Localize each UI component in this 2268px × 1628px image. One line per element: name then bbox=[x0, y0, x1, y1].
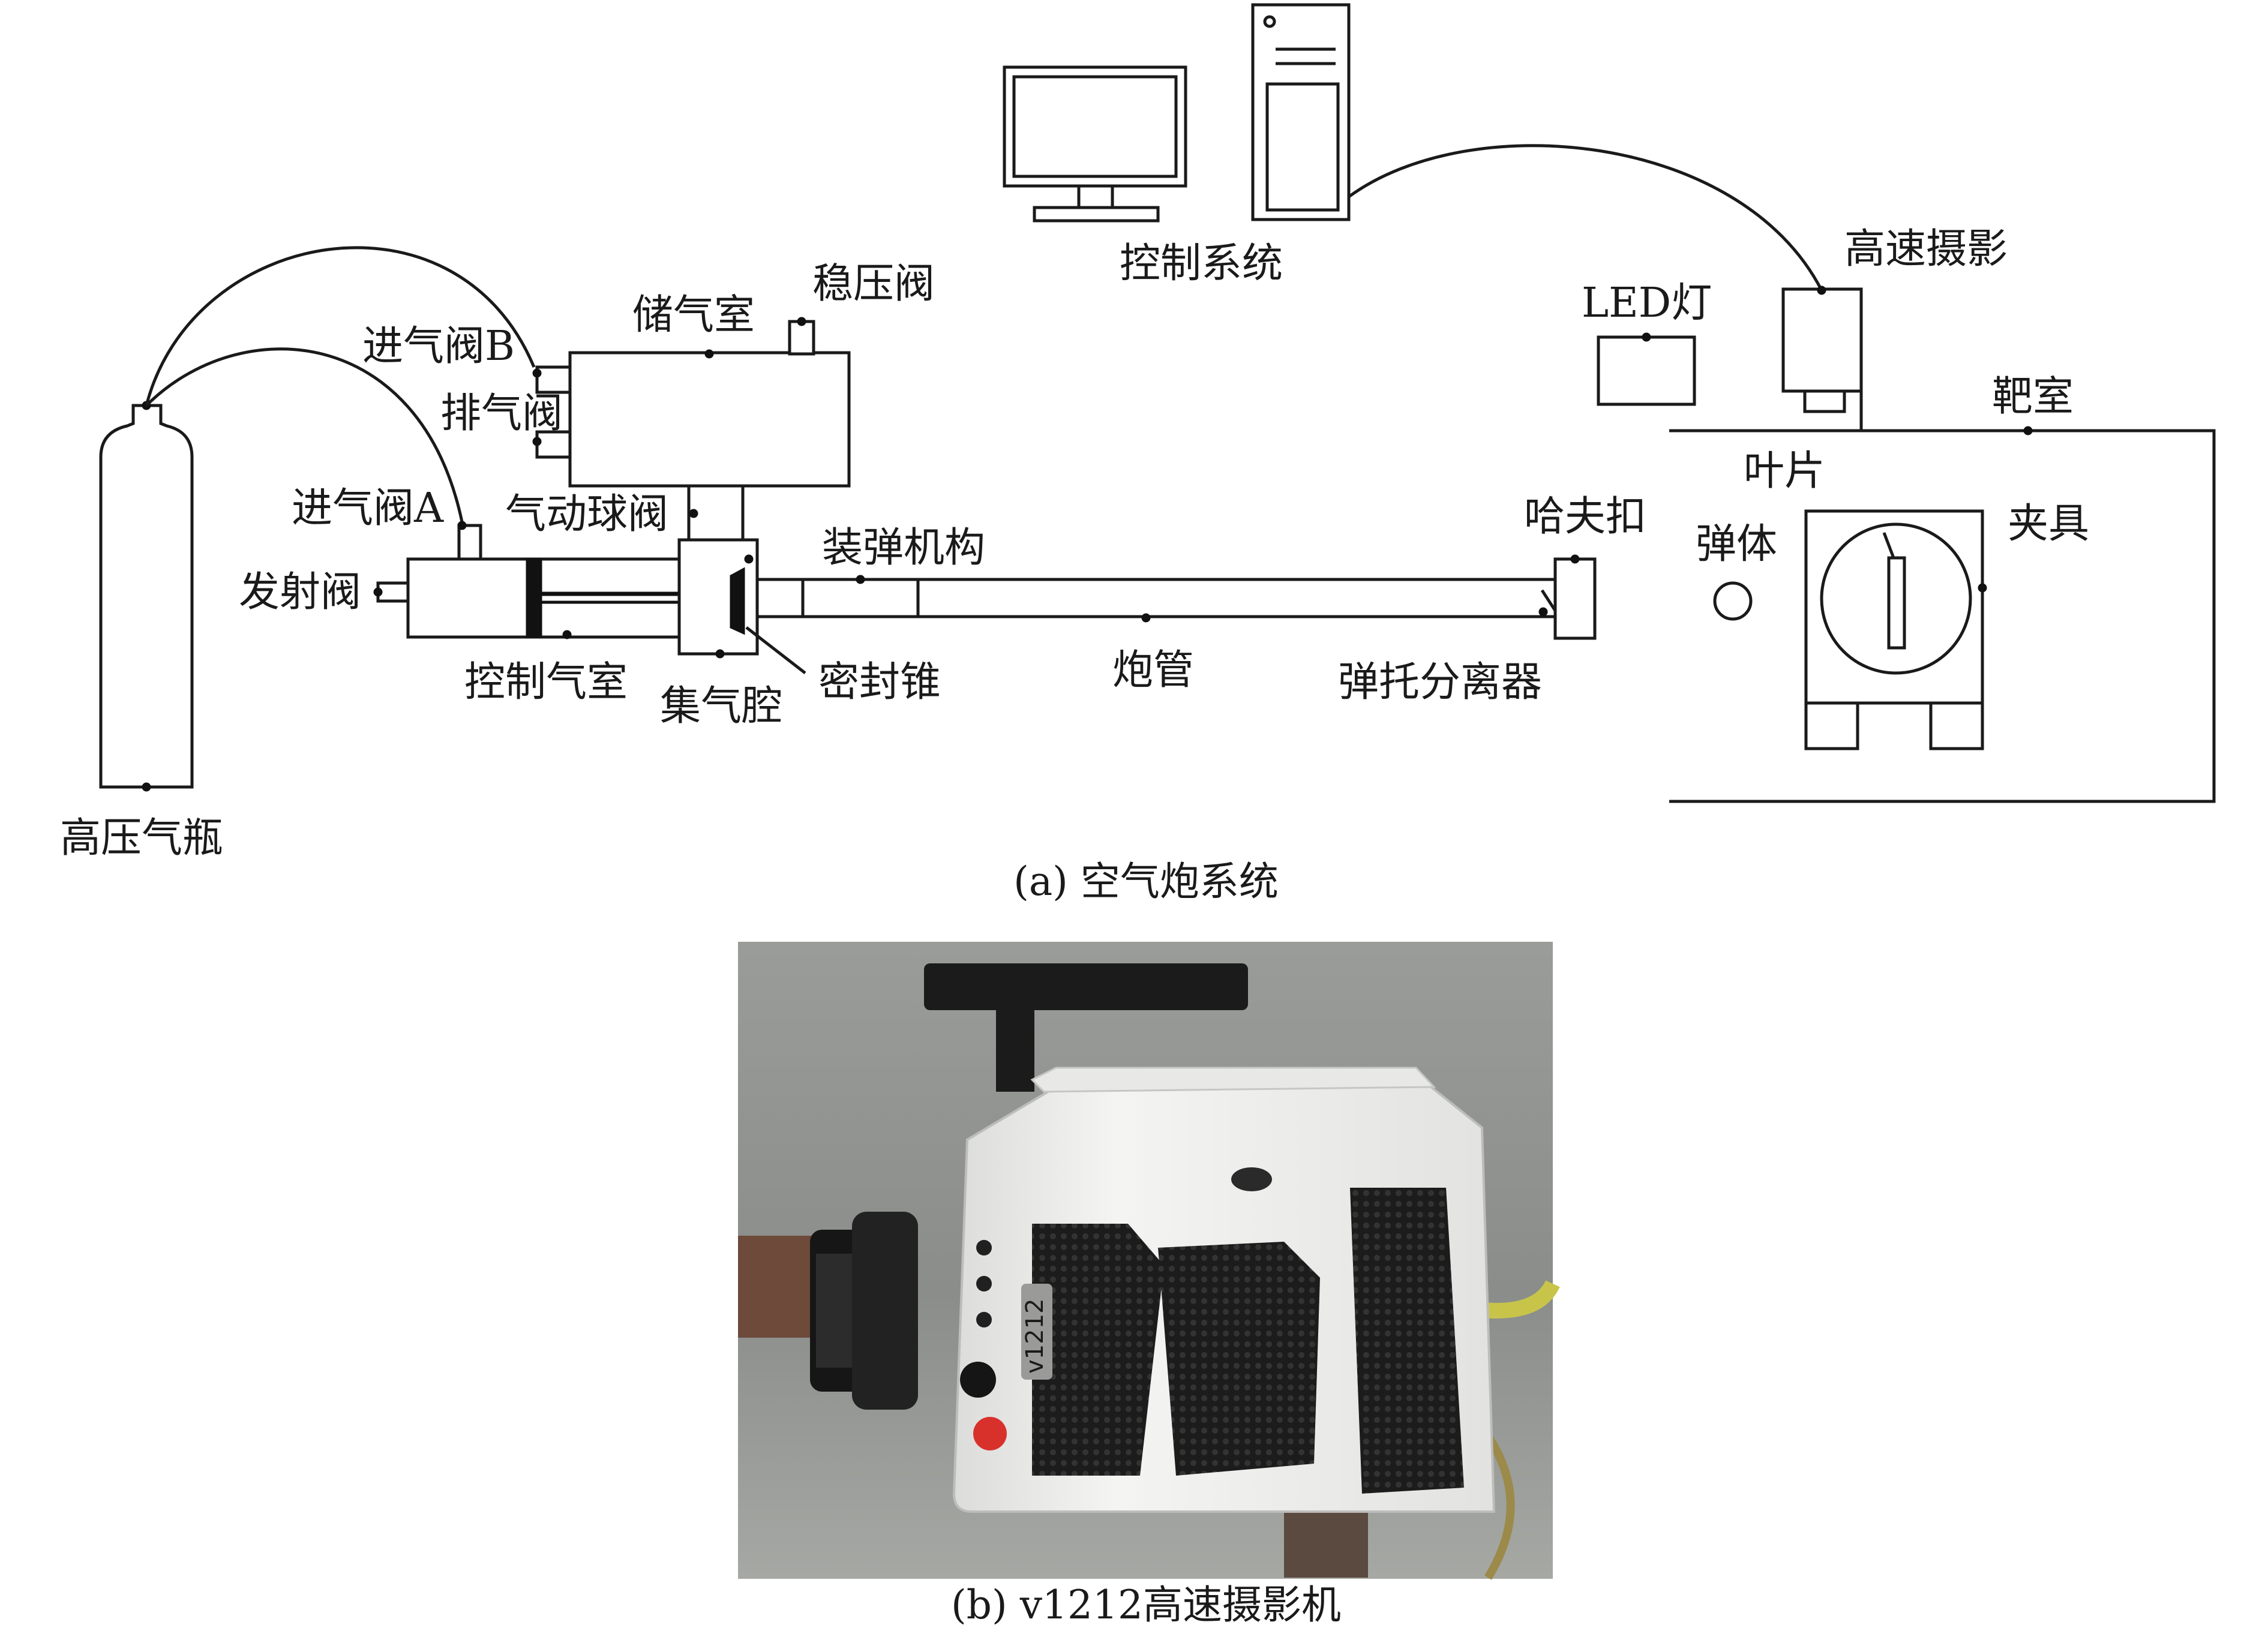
button-2 bbox=[976, 1276, 992, 1291]
air-gun-diagram: 高压气瓶 进气阀B 排气阀 进气阀A 发射阀 储气室 稳压阀 气动球阀 控制气室… bbox=[60, 3, 2216, 905]
button-3 bbox=[976, 1312, 992, 1327]
label-target-chamber: 靶室 bbox=[1992, 373, 2074, 420]
storage-chamber bbox=[532, 317, 851, 540]
manifold-chamber bbox=[677, 538, 759, 659]
label-high-speed-camera: 高速摄影 bbox=[1844, 226, 2008, 273]
label-sabot-separator: 弹托分离器 bbox=[1338, 659, 1542, 706]
label-led-light: LED灯 bbox=[1582, 280, 1712, 327]
label-gas-cylinder: 高压气瓶 bbox=[60, 815, 223, 862]
label-inlet-valve-b: 进气阀B bbox=[362, 323, 515, 370]
label-inlet-valve-a: 进气阀A bbox=[292, 485, 444, 532]
caption-b: (b) v1212高速摄影机 bbox=[951, 1582, 1341, 1628]
control-system bbox=[1003, 3, 1351, 223]
gas-cylinder bbox=[99, 401, 194, 792]
led-light-symbol bbox=[1597, 332, 1696, 406]
label-storage-chamber: 储气室 bbox=[632, 292, 755, 339]
label-fire-valve: 发射阀 bbox=[239, 569, 361, 616]
camera-photo: v1212 bbox=[738, 942, 1560, 1580]
button-1 bbox=[976, 1240, 992, 1255]
label-sealing-cone: 密封锥 bbox=[818, 659, 941, 706]
barrel bbox=[755, 554, 1597, 640]
sealing-cone-leader bbox=[745, 626, 806, 674]
label-regulator-valve: 稳压阀 bbox=[812, 260, 935, 308]
target-chamber bbox=[1669, 426, 2216, 803]
vent-left bbox=[1032, 1224, 1164, 1476]
label-loading-mechanism: 装弹机构 bbox=[822, 524, 985, 572]
label-pneumatic-ball-valve: 气动球阀 bbox=[505, 491, 668, 538]
label-manifold-chamber: 集气腔 bbox=[660, 683, 782, 730]
label-control-system: 控制系统 bbox=[1120, 240, 1283, 287]
brand-logo bbox=[1231, 1167, 1272, 1191]
hose-to-inlet-b bbox=[145, 246, 536, 406]
label-projectile: 弹体 bbox=[1696, 521, 1777, 568]
label-barrel: 炮管 bbox=[1112, 647, 1194, 694]
label-exhaust-valve: 排气阀 bbox=[440, 390, 563, 437]
camera-cable bbox=[1348, 144, 1823, 292]
label-control-chamber: 控制气室 bbox=[464, 659, 628, 706]
caption-a: (a) 空气炮系统 bbox=[1013, 858, 1279, 905]
model-text: v1212 bbox=[1021, 1299, 1049, 1374]
label-fixture: 夹具 bbox=[2008, 500, 2089, 548]
model-badge bbox=[1021, 1284, 1052, 1380]
hose-to-inlet-a bbox=[145, 347, 464, 522]
record-button bbox=[973, 1417, 1007, 1450]
camera-symbol bbox=[1781, 286, 1863, 431]
label-blade: 叶片 bbox=[1744, 447, 1825, 495]
vent-center bbox=[1158, 1242, 1320, 1476]
control-chamber bbox=[373, 521, 731, 639]
vent-right bbox=[1350, 1188, 1464, 1494]
label-hoff-clamp: 哈夫扣 bbox=[1524, 493, 1646, 540]
dial bbox=[960, 1362, 996, 1398]
